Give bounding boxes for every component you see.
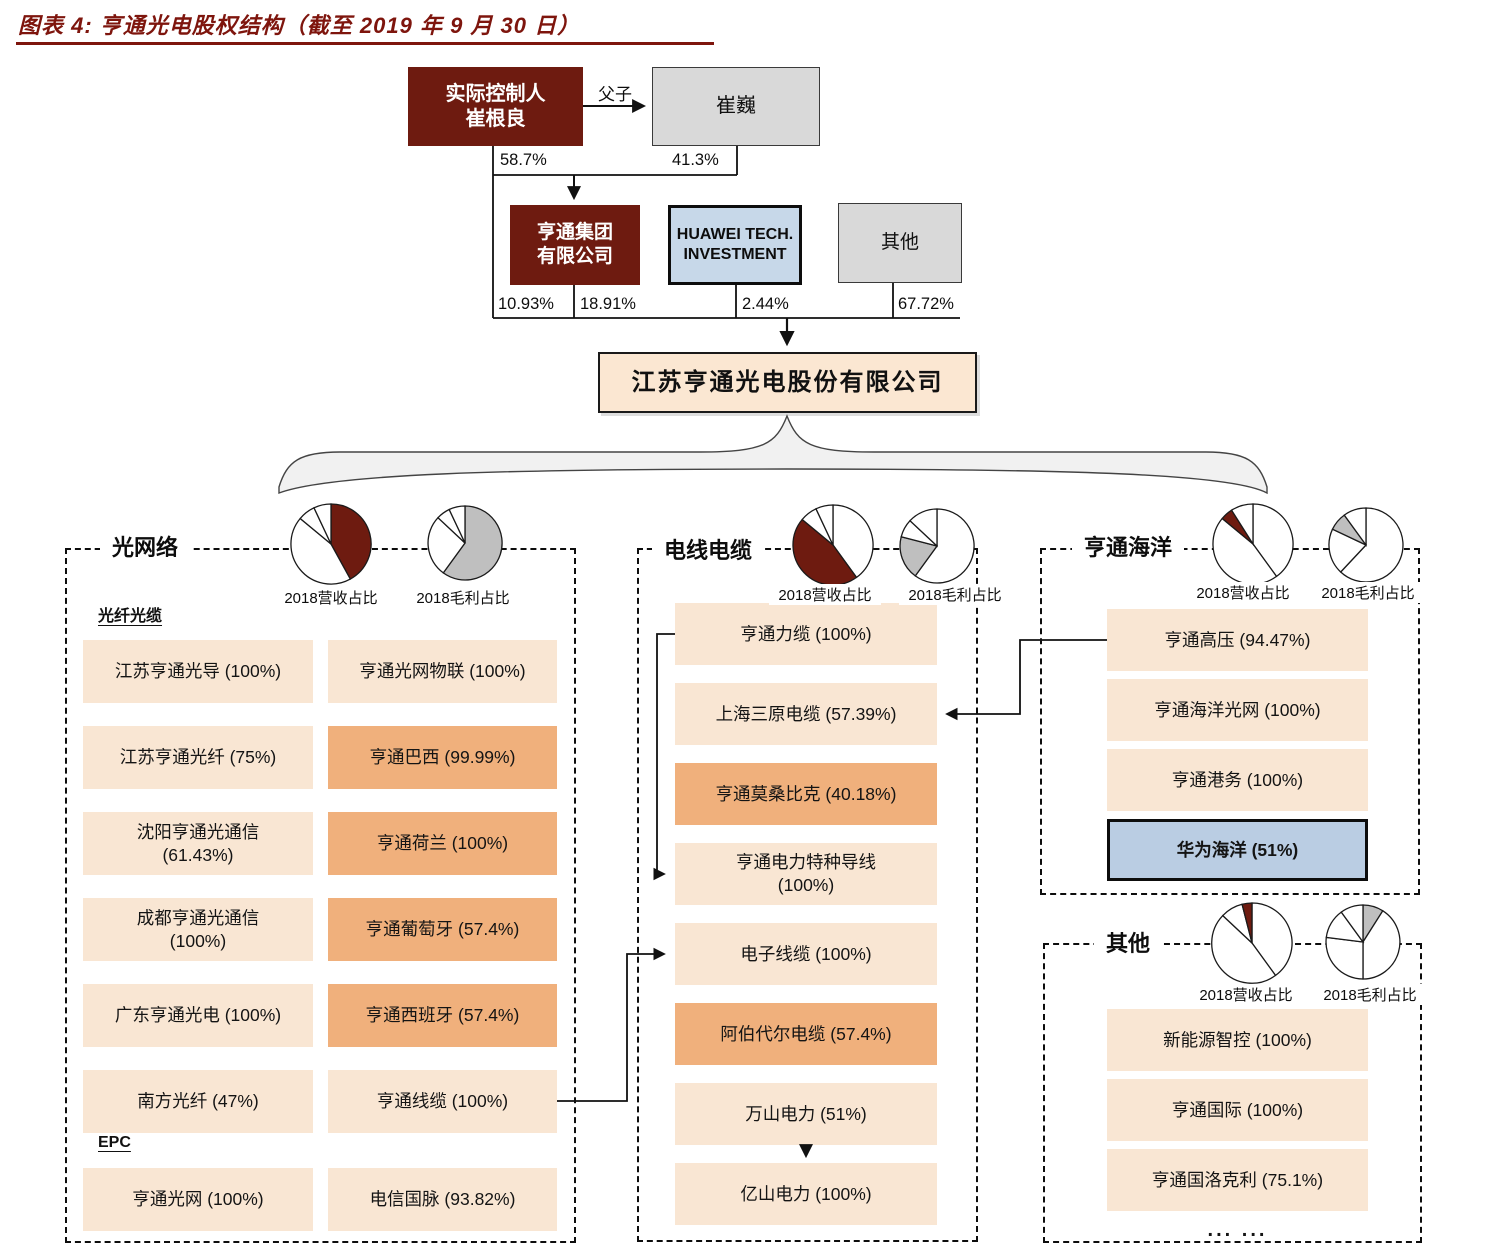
hengtong-group-box: 亨通集团 有限公司 <box>510 205 640 285</box>
pct-10-93: 10.93% <box>498 295 554 313</box>
relation-label: 父子 <box>598 85 632 104</box>
entity-box: 亨通国洛克利 (75.1%) <box>1107 1149 1368 1211</box>
group-name-line1: 亨通集团 <box>536 222 613 244</box>
others-items: 新能源智控 (100%) 亨通国际 (100%) 亨通国洛克利 (75.1%)...… <box>1107 1009 1368 1241</box>
section-title-wire-cable: 电线电缆 <box>652 531 765 567</box>
entity-box: 沈阳亨通光通信 (61.43%) <box>83 812 313 875</box>
subgroup-label-fiber: 光纤光缆 <box>98 608 163 625</box>
pct-2-44: 2.44% <box>742 295 789 313</box>
pie-label-optical-profit: 2018毛利占比 <box>407 587 519 608</box>
huawei-line2: INVESTMENT <box>683 246 787 263</box>
pie-others-profit <box>1325 904 1401 980</box>
entity-box: 亨通电力特种导线 (100%) <box>675 843 937 905</box>
section-title-marine: 亨通海洋 <box>1072 528 1185 564</box>
entity-box: 亨通海洋光网 (100%) <box>1107 679 1368 741</box>
entity-box: ... ... <box>1207 1219 1268 1241</box>
section-title-optical-network: 光网络 <box>100 528 191 564</box>
epc-items: 亨通光网 (100%)电信国脉 (93.82%) <box>83 1168 557 1231</box>
entity-box: 亨通国际 (100%) <box>1107 1079 1368 1141</box>
pct-67-72: 67.72% <box>898 295 954 313</box>
title-underline <box>16 42 714 45</box>
entity-box: 江苏亨通光导 (100%) <box>83 640 313 703</box>
other-shareholders-label: 其他 <box>880 232 919 254</box>
pie-optical-revenue <box>290 503 372 585</box>
pct-41-3: 41.3% <box>672 151 719 169</box>
listed-company-name: 江苏亨通光电股份有限公司 <box>631 368 944 396</box>
pct-58-7: 58.7% <box>500 151 547 169</box>
entity-box: 亨通莫桑比克 (40.18%) <box>675 763 937 825</box>
pie-marine-profit <box>1328 507 1404 583</box>
subgroup-label-epc: EPC <box>98 1134 131 1151</box>
entity-box: 华为海洋 (51%) <box>1107 819 1368 881</box>
section-title-others: 其他 <box>1094 924 1163 960</box>
pct-18-91: 18.91% <box>580 295 636 313</box>
pie-cable-profit <box>899 508 975 584</box>
entity-box: 亨通巴西 (99.99%) <box>328 726 557 789</box>
entity-box: 亨通荷兰 (100%) <box>328 812 557 875</box>
pie-label-others-revenue: 2018营收占比 <box>1190 984 1302 1005</box>
huawei-investment-box: HUAWEI TECH. INVESTMENT <box>668 205 802 285</box>
entity-box: 万山电力 (51%) <box>675 1083 937 1145</box>
pie-label-cable-revenue: 2018营收占比 <box>769 584 881 605</box>
entity-box: 上海三原电缆 (57.39%) <box>675 683 937 745</box>
entity-box: 亨通港务 (100%) <box>1107 749 1368 811</box>
cui-wei-box: 崔巍 <box>652 67 820 146</box>
entity-box: 广东亨通光电 (100%) <box>83 984 313 1047</box>
marine-items: 亨通高压 (94.47%) 亨通海洋光网 (100%) 亨通港务 (100%) 华为海… <box>1107 609 1368 889</box>
pie-label-cable-profit: 2018毛利占比 <box>899 584 1011 605</box>
wire-cable-items: 亨通力缆 (100%) 上海三原电缆 (57.39%) 亨通莫桑比克 (40.18%… <box>675 603 937 1243</box>
pie-marine-revenue <box>1212 503 1294 585</box>
entity-box: 亨通葡萄牙 (57.4%) <box>328 898 557 961</box>
entity-box: 电子线缆 (100%) <box>675 923 937 985</box>
brace-shape <box>278 414 1268 495</box>
pie-label-marine-profit: 2018毛利占比 <box>1312 582 1424 603</box>
controller-role: 实际控制人 <box>445 82 546 105</box>
optical-network-items: 江苏亨通光导 (100%)亨通光网物联 (100%)江苏亨通光纤 (75%)亨通… <box>83 640 557 1133</box>
entity-box: 亿山电力 (100%) <box>675 1163 937 1225</box>
entity-box: 亨通西班牙 (57.4%) <box>328 984 557 1047</box>
pie-label-marine-revenue: 2018营收占比 <box>1187 582 1299 603</box>
pie-label-others-profit: 2018毛利占比 <box>1314 984 1426 1005</box>
actual-controller-box: 实际控制人 崔根良 <box>408 67 583 146</box>
entity-box: 电信国脉 (93.82%) <box>328 1168 557 1231</box>
entity-box: 亨通光网 (100%) <box>83 1168 313 1231</box>
controller-name: 崔根良 <box>465 107 526 130</box>
entity-box: 阿伯代尔电缆 (57.4%) <box>675 1003 937 1065</box>
entity-box: 亨通高压 (94.47%) <box>1107 609 1368 671</box>
huawei-line1: HUAWEI TECH. <box>676 226 794 243</box>
group-name-line2: 有限公司 <box>536 246 613 267</box>
entity-box: 亨通线缆 (100%) <box>328 1070 557 1133</box>
entity-box: 成都亨通光通信 (100%) <box>83 898 313 961</box>
other-shareholders-box: 其他 <box>838 203 962 283</box>
cui-wei-label: 崔巍 <box>716 95 756 117</box>
entity-box: 亨通力缆 (100%) <box>675 603 937 665</box>
pie-label-optical-revenue: 2018营收占比 <box>275 587 387 608</box>
pie-optical-profit <box>427 505 503 581</box>
listed-company-box: 江苏亨通光电股份有限公司 <box>598 352 977 413</box>
entity-box: 新能源智控 (100%) <box>1107 1009 1368 1071</box>
pie-others-revenue <box>1211 902 1293 984</box>
entity-box: 南方光纤 (47%) <box>83 1070 313 1133</box>
figure-title: 图表 4: 亨通光电股权结构（截至 2019 年 9 月 30 日） <box>18 13 581 38</box>
entity-box: 亨通光网物联 (100%) <box>328 640 557 703</box>
pie-cable-revenue <box>792 504 874 586</box>
entity-box: 江苏亨通光纤 (75%) <box>83 726 313 789</box>
